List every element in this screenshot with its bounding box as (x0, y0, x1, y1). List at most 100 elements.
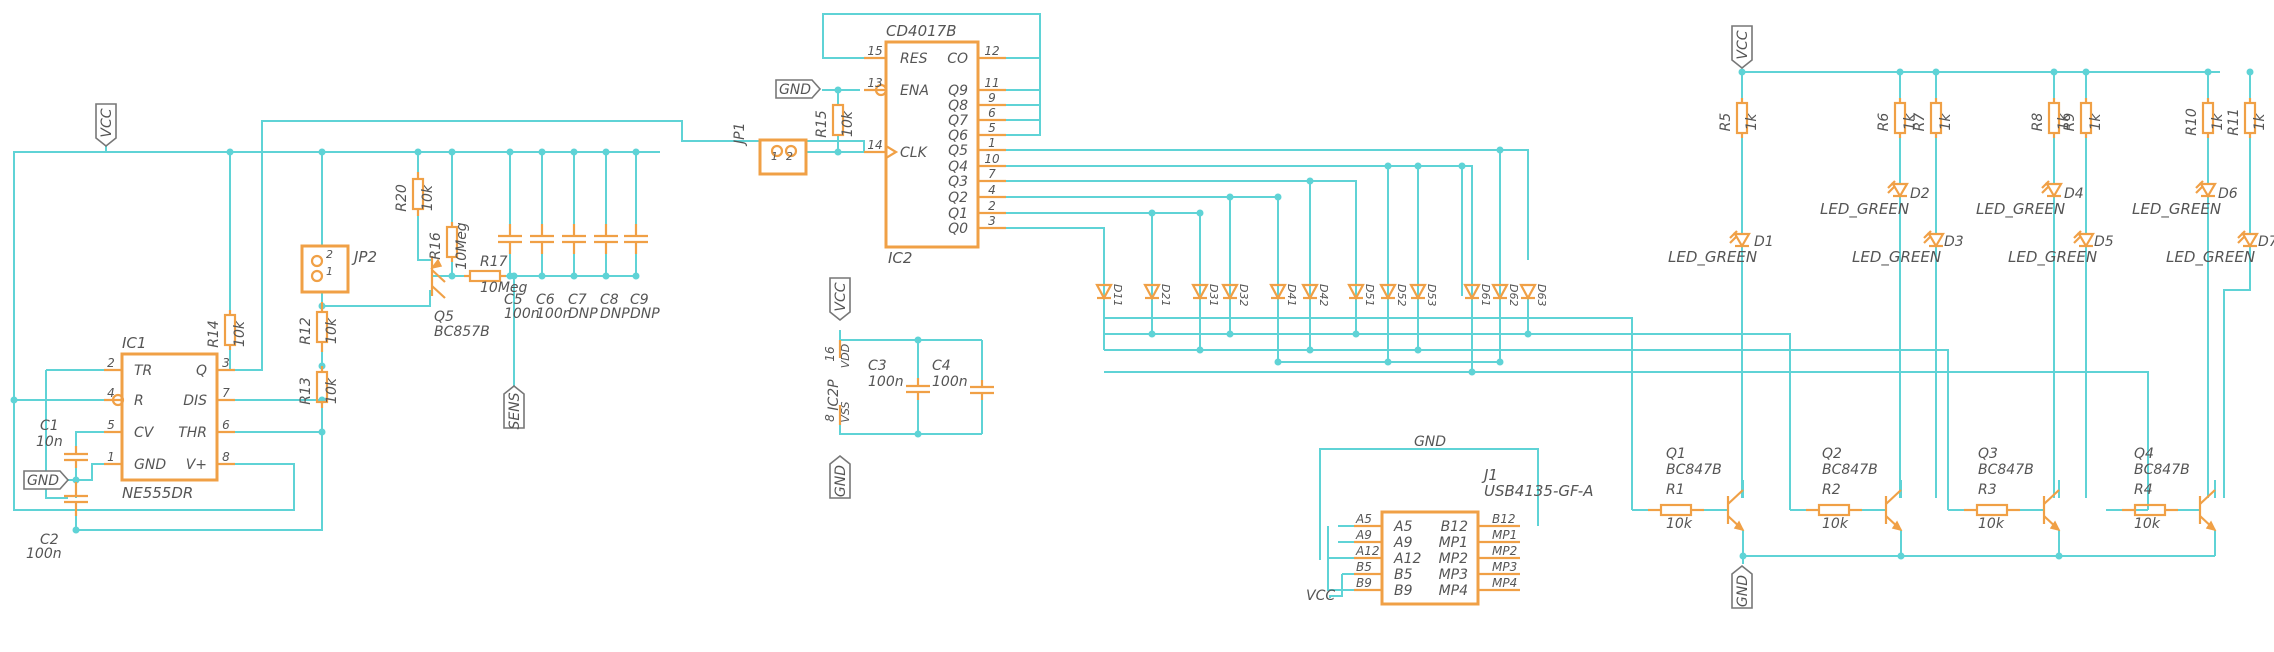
diode-d53 (1409, 283, 1427, 301)
capacitor-name: C8 (600, 292, 619, 308)
ic1-pin-label: DIS (183, 393, 207, 409)
led-value: LED_GREEN (2166, 248, 2255, 267)
resistor-value: 1k (2210, 113, 2226, 131)
resistor-value: 10k (324, 377, 340, 404)
ic1-pin-num: 8 (222, 450, 230, 464)
j1-pin-num: MP4 (1492, 576, 1517, 590)
j1-pin-label: MP4 (1439, 583, 1468, 599)
led-name: D3 (1944, 234, 1964, 250)
wire (1006, 165, 1473, 296)
ic2p-name: IC2P (826, 379, 842, 411)
wire (235, 120, 865, 371)
j1-pin-label: B9 (1394, 583, 1413, 599)
transistor-collector (2043, 489, 2060, 505)
ic1-pin-label: Q (196, 363, 207, 379)
j1-gnd-text: GND (1414, 434, 1446, 450)
ic2-pin-label: CO (947, 51, 968, 67)
junction-dot (72, 476, 80, 484)
ic1-pin-num: 5 (107, 418, 115, 432)
diode-name: D52 (1395, 284, 1408, 306)
junction-dot (1226, 193, 1234, 201)
ic2-pin-num: 9 (988, 91, 996, 105)
junction-dot (570, 272, 578, 280)
ic1-reset-bubble (111, 393, 125, 407)
resistor-name: R11 (2226, 108, 2242, 136)
j1-pin-num: A12 (1355, 544, 1379, 558)
junction-dot (1148, 209, 1156, 217)
wire (1006, 180, 1357, 296)
gnd-tag (775, 79, 822, 99)
resistor-name: R17 (480, 254, 508, 270)
ic2-value: CD4017B (886, 22, 957, 40)
sens-tag (503, 384, 525, 429)
capacitor-name: C5 (504, 292, 523, 308)
junction-dot (2055, 552, 2063, 560)
capacitor-value: DNP (630, 306, 660, 322)
transistor-arrow (1733, 520, 1745, 532)
ic2-ena-bubble (874, 83, 888, 97)
ic1-pin-label: R (134, 393, 144, 409)
led-d6 (2199, 182, 2217, 199)
led-ray (1729, 235, 1738, 244)
junction-dot (1458, 162, 1466, 170)
capacitor-name: C3 (868, 358, 887, 374)
transistor-q5-arrow (430, 258, 443, 270)
ic1-pin-num: 3 (222, 356, 230, 370)
wire (1104, 371, 2149, 510)
led-ray (2041, 180, 2050, 189)
transistor-q5-lead (431, 269, 446, 283)
capacitor-name: C7 (568, 292, 587, 308)
junction-dot (1148, 330, 1156, 338)
diode-name: D53 (1425, 284, 1438, 306)
wire (417, 216, 432, 261)
gnd-tag (1731, 564, 1753, 609)
diode-d61 (1463, 283, 1481, 301)
transistor-value: BC847B (1666, 462, 1722, 478)
led-ray (1923, 230, 1932, 239)
resistor-value: 1k (1938, 113, 1954, 131)
ic2p-vdd-label: VDD (839, 344, 852, 368)
capacitor-name: C2 (40, 532, 59, 548)
jp1-body (758, 138, 808, 176)
ic2-pin-label: Q6 (948, 128, 968, 144)
resistor-value: 10k (324, 317, 340, 344)
led-ray (2073, 235, 2082, 244)
ic1-pin-label: V+ (186, 457, 207, 473)
diode-d42 (1301, 283, 1319, 301)
led-value: LED_GREEN (1852, 248, 1941, 267)
resistor-name: R7 (1912, 113, 1928, 132)
transistor-collector (2199, 489, 2216, 505)
capacitor-value: 100n (932, 374, 968, 390)
resistor-value: 10k (1822, 516, 1849, 532)
led-ray (1887, 180, 1896, 189)
capacitor-value: 100n (536, 306, 572, 322)
resistor-value: 1k (2056, 113, 2072, 131)
ic1-pin-label: TR (134, 363, 152, 379)
led-value: LED_GREEN (1976, 200, 2065, 219)
resistor-value: 1k (2252, 113, 2268, 131)
diode-name: D51 (1363, 284, 1376, 306)
resistor-r1 (1659, 503, 1693, 517)
led-name: D6 (2218, 186, 2238, 202)
ic2-pin-label: Q9 (948, 83, 968, 99)
ic2-name: IC2 (888, 249, 912, 267)
wire (1104, 333, 1791, 510)
jp1-name: JP1 (732, 123, 748, 147)
ic1-pin-num: 1 (107, 450, 115, 464)
junction-dot (1897, 552, 1905, 560)
led-name: D7 (2258, 234, 2274, 250)
resistor-value: 10Meg (480, 280, 528, 296)
jp2-name: JP2 (351, 248, 377, 266)
gnd-tag-text: GND (27, 473, 59, 489)
ic2-pin-label: Q7 (948, 113, 968, 129)
jp1-pin-2 (784, 144, 798, 158)
capacitor-name: C1 (40, 418, 59, 434)
ic1-name: IC1 (122, 334, 146, 352)
sens-tag-text: SENS (507, 392, 523, 429)
ic2-pin-num: 13 (867, 76, 882, 90)
led-name: D5 (2094, 234, 2114, 250)
transistor-arrow (2049, 520, 2061, 532)
transistor-value: BC847B (2134, 462, 2190, 478)
led-name: D4 (2064, 186, 2084, 202)
